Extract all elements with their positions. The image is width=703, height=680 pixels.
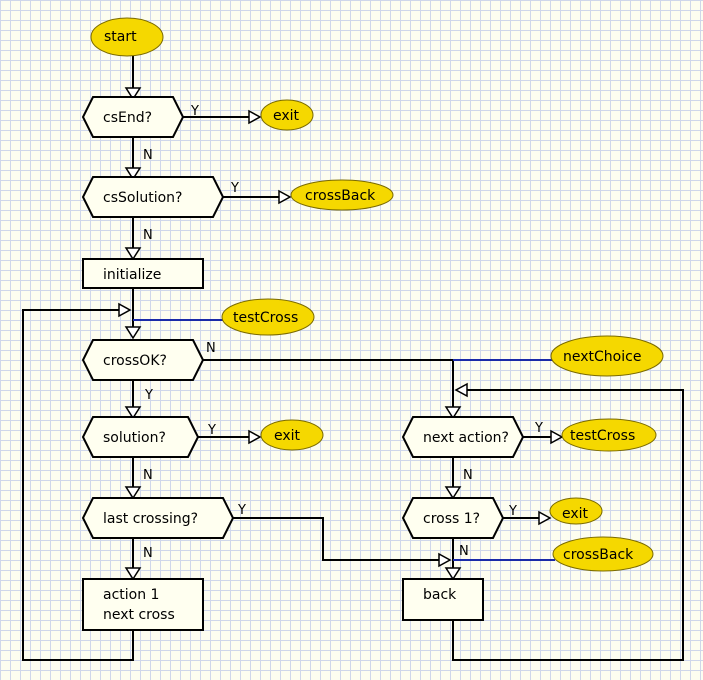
connector-crossok-nextaction: [203, 359, 454, 416]
terminal-label: exit: [274, 428, 301, 444]
decision-label: solution?: [103, 430, 166, 446]
terminal-crossback-1[interactable]: crossBack: [290, 179, 394, 211]
connector-lastcrossing-back: [233, 517, 448, 561]
connectors: [22, 56, 684, 661]
arrowhead: [278, 189, 292, 205]
arrowhead: [550, 429, 564, 445]
branch-label: Y: [508, 504, 517, 519]
terminal-shape: [260, 419, 324, 451]
terminal-crossback-2[interactable]: crossBack: [552, 536, 654, 572]
branch-label: N: [459, 544, 469, 559]
terminal-label: start: [104, 29, 137, 45]
arrowhead: [124, 406, 142, 420]
terminal-exit-2[interactable]: exit: [260, 419, 324, 451]
process-label: back: [423, 587, 457, 603]
terminal-shape: [290, 179, 394, 211]
decision-label: last crossing?: [103, 511, 198, 527]
process-label: initialize: [103, 267, 161, 283]
branch-label: Y: [207, 423, 216, 438]
terminal-shape: [90, 17, 164, 57]
branch-label: Y: [534, 421, 543, 436]
arrowhead: [538, 510, 552, 526]
terminal-shape: [552, 536, 654, 572]
connector-action-loop: [22, 309, 134, 661]
arrowhead: [124, 167, 142, 181]
branch-label: N: [143, 546, 153, 561]
decision-crossok[interactable]: crossOK?: [81, 339, 205, 381]
terminal-label: exit: [273, 108, 300, 124]
decision-label: next action?: [423, 430, 509, 446]
decision-lastcrossing[interactable]: last crossing?: [81, 497, 235, 539]
terminal-label: crossBack: [305, 188, 376, 204]
decision-shape: [401, 416, 525, 458]
terminal-label: nextChoice: [563, 349, 641, 365]
branch-label: N: [143, 468, 153, 483]
arrowhead: [454, 382, 468, 398]
terminal-label: exit: [562, 506, 589, 522]
decision-shape: [81, 176, 225, 218]
terminal-label: testCross: [570, 428, 635, 444]
terminal-exit-1[interactable]: exit: [260, 99, 314, 131]
process-shape: [82, 258, 204, 289]
arrowhead: [444, 567, 462, 581]
branch-label: N: [463, 468, 473, 483]
decision-label: cross 1?: [423, 511, 480, 527]
nodes: start csEnd? exit csSolution? crossBack …: [81, 17, 664, 631]
branch-label: Y: [237, 503, 246, 518]
branch-label: N: [143, 228, 153, 243]
arrowhead: [438, 552, 452, 568]
process-label-line1: action 1: [103, 587, 159, 603]
arrowhead: [124, 87, 142, 101]
process-back[interactable]: back: [402, 578, 484, 621]
arrowhead: [124, 247, 142, 261]
terminal-shape: [260, 99, 314, 131]
branch-label: Y: [230, 181, 239, 196]
branch-label: N: [206, 341, 216, 356]
terminal-nextchoice[interactable]: nextChoice: [550, 335, 664, 377]
terminal-shape: [221, 298, 315, 336]
decision-nextaction[interactable]: next action?: [401, 416, 525, 458]
connector-back-loop: [452, 389, 684, 661]
branch-label: N: [143, 148, 153, 163]
terminal-testcross-2[interactable]: testCross: [561, 418, 657, 452]
process-label-line2: next cross: [103, 607, 175, 623]
arrowhead: [444, 486, 462, 500]
arrowhead: [444, 406, 462, 420]
decision-shape: [401, 497, 505, 539]
process-action[interactable]: action 1 next cross: [82, 578, 204, 631]
branch-label: Y: [190, 104, 199, 119]
terminal-shape: [561, 418, 657, 452]
decision-shape: [81, 96, 185, 138]
decision-csend[interactable]: csEnd?: [81, 96, 185, 138]
arrowhead: [124, 486, 142, 500]
decision-solution[interactable]: solution?: [81, 416, 200, 458]
decision-shape: [81, 339, 205, 381]
process-initialize[interactable]: initialize: [82, 258, 204, 289]
decision-label: crossOK?: [103, 353, 167, 369]
terminal-exit-3[interactable]: exit: [549, 497, 603, 525]
decision-shape: [81, 497, 235, 539]
branch-labels: Y N Y N N Y Y N Y N Y N Y N: [143, 104, 543, 561]
arrowhead: [124, 326, 142, 340]
terminal-label: crossBack: [563, 547, 634, 563]
decision-label: csEnd?: [103, 110, 152, 126]
process-shape: [82, 578, 204, 631]
branch-label: Y: [144, 388, 153, 403]
process-shape: [402, 578, 484, 621]
terminal-shape: [549, 497, 603, 525]
terminal-start[interactable]: start: [90, 17, 164, 57]
arrowhead: [118, 302, 132, 318]
terminal-label: testCross: [233, 310, 298, 326]
terminal-shape: [550, 335, 664, 377]
terminal-testcross-1[interactable]: testCross: [221, 298, 315, 336]
decision-cross1[interactable]: cross 1?: [401, 497, 505, 539]
decision-cssolution[interactable]: csSolution?: [81, 176, 225, 218]
decision-label: csSolution?: [103, 190, 182, 206]
arrowhead: [124, 567, 142, 581]
decision-shape: [81, 416, 200, 458]
arrowhead: [248, 109, 262, 125]
arrowhead: [248, 429, 262, 445]
